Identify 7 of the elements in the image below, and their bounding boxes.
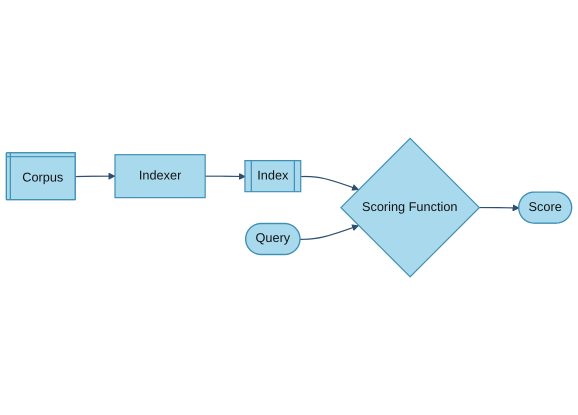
arrow — [478, 204, 520, 212]
arrow — [301, 176, 359, 191]
arrow — [205, 172, 246, 180]
node-box: Indexer — [114, 154, 206, 198]
arrow — [300, 224, 359, 240]
node-diamond: Scoring Function — [340, 137, 480, 278]
arrow — [76, 172, 116, 180]
